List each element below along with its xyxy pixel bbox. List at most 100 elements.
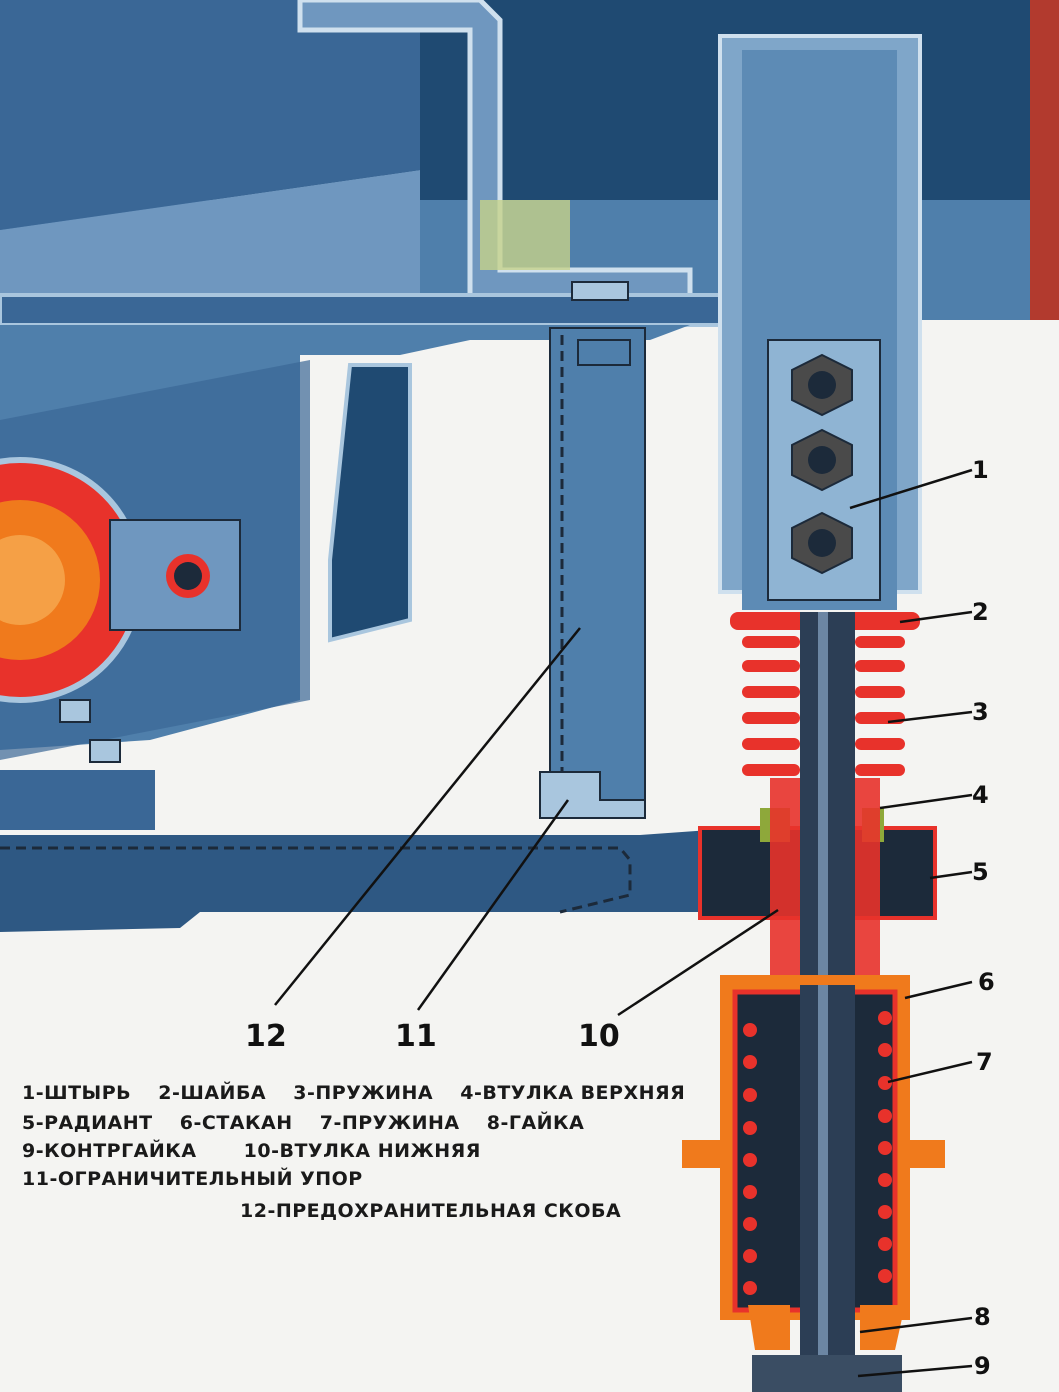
leader-1 — [849, 468, 973, 510]
callout-label-8: 8 — [974, 1303, 991, 1331]
bracket-bolt-core — [174, 562, 202, 590]
beam-window-yellow — [480, 200, 570, 270]
lower-spring-coil-12 — [878, 1173, 892, 1187]
safety-bracket-clip — [577, 339, 631, 366]
legend-line-5: 12-ПРЕДОХРАНИТЕЛЬНАЯ СКОБА — [240, 1200, 641, 1222]
leader-6 — [904, 980, 973, 1000]
leader-4 — [879, 793, 973, 810]
upper-spring-coil-7 — [742, 712, 800, 724]
legend-item: 7-ПРУЖИНА — [319, 1112, 460, 1134]
lower-spring-coil-17 — [743, 1281, 757, 1295]
upper-spring-coil-6 — [855, 686, 905, 698]
lower-spring-coil-6 — [878, 1076, 892, 1090]
callout-label-9: 9 — [974, 1352, 991, 1380]
legend-item: 2-ШАЙБА — [158, 1082, 267, 1104]
callout-label-11: 11 — [395, 1019, 437, 1054]
lower-left-block — [0, 770, 155, 830]
leader-2 — [899, 610, 973, 624]
legend-item: 8-ГАЙКА — [486, 1112, 585, 1134]
nut — [748, 1305, 905, 1350]
housing-slope — [0, 170, 420, 300]
lower-spring-coil-7 — [743, 1121, 757, 1135]
lower-spring-coil-18 — [878, 1269, 892, 1283]
housing-top-shade — [0, 0, 420, 230]
leader-12 — [274, 627, 581, 1006]
leader-11 — [416, 799, 570, 1011]
legend-item: 5-РАДИАНТ — [22, 1112, 153, 1134]
bogie-inner-cutout — [328, 363, 412, 643]
leader-5 — [929, 870, 973, 880]
upper-spring-coil-11 — [742, 764, 800, 776]
legend-item: 11-ОГРАНИЧИТЕЛЬНЫЙ УПОР — [22, 1168, 363, 1190]
callout-leaders — [274, 468, 973, 1378]
upper-spring-coil-4 — [855, 660, 905, 672]
clamp-nut-2-hole — [808, 446, 836, 474]
callout-label-1: 1 — [972, 456, 989, 484]
leader-8 — [859, 1316, 973, 1334]
legend-line-1: 1-ШТЫРЬ 2-ШАЙБА 3-ПРУЖИНА 4-ВТУЛКА ВЕРХН… — [22, 1082, 705, 1104]
upper-spring — [742, 636, 905, 776]
upper-spring-coil-1 — [742, 636, 800, 648]
leader-3 — [887, 710, 973, 724]
lower-spring-coil-10 — [878, 1141, 892, 1155]
leader-7 — [887, 1060, 973, 1084]
callout-label-4: 4 — [972, 781, 989, 809]
clamp-nut-1-hole — [808, 371, 836, 399]
lower-spring-coil-16 — [878, 1237, 892, 1251]
lower-spring-coil-4 — [878, 1043, 892, 1057]
leader-9 — [857, 1364, 973, 1378]
callout-label-10: 10 — [578, 1019, 620, 1054]
clamp-nuts — [791, 353, 853, 575]
lower-spring-coil-1 — [743, 1023, 757, 1037]
legend-item: 9-КОНТРГАЙКА — [22, 1140, 197, 1162]
legend-item: 6-СТАКАН — [179, 1112, 293, 1134]
legend-item: 3-ПРУЖИНА — [293, 1082, 434, 1104]
axle-bearing-inner — [0, 535, 65, 625]
callout-label-6: 6 — [978, 968, 995, 996]
lower-spring-coil-8 — [878, 1109, 892, 1123]
lower-spring-coil-13 — [743, 1217, 757, 1231]
central-rod-lower-shine — [818, 985, 828, 1355]
legend-line-4: 11-ОГРАНИЧИТЕЛЬНЫЙ УПОР — [22, 1168, 383, 1190]
upper-spring-coil-8 — [855, 712, 905, 724]
safety-bracket-plate — [549, 327, 646, 811]
legend-line-3: 9-КОНТРГАЙКА 10-ВТУЛКА НИЖНЯЯ — [22, 1140, 501, 1162]
lower-spring-coil-9 — [743, 1153, 757, 1167]
radiant-beam-dashed — [0, 846, 632, 914]
upper-spring-coil-10 — [855, 738, 905, 750]
radiant-beam — [0, 830, 710, 932]
lower-spring-coil-14 — [878, 1205, 892, 1219]
lower-spring-coil-15 — [743, 1249, 757, 1263]
callout-label-5: 5 — [972, 858, 989, 886]
lower-left-bolt-2 — [89, 739, 121, 763]
lower-spring — [743, 1011, 892, 1295]
lower-spring-coil-3 — [743, 1055, 757, 1069]
callout-label-7: 7 — [976, 1048, 993, 1076]
legend-item: 1-ШТЫРЬ — [22, 1082, 132, 1104]
lower-bushing — [770, 778, 880, 985]
leader-10 — [617, 908, 779, 1017]
right-red-edge — [1030, 0, 1059, 320]
upper-spring-coil-9 — [742, 738, 800, 750]
small-bolt-head-top — [571, 281, 629, 301]
clamp-nut-3-hole — [808, 529, 836, 557]
upper-spring-coil-5 — [742, 686, 800, 698]
upper-spring-coil-3 — [742, 660, 800, 672]
lower-spring-coil-2 — [878, 1011, 892, 1025]
lower-left-bolt-1 — [59, 699, 91, 723]
lower-spring-coil-5 — [743, 1088, 757, 1102]
callout-label-2: 2 — [972, 598, 989, 626]
l-bracket-beam — [297, 0, 693, 303]
upper-spring-coil-2 — [855, 636, 905, 648]
callout-label-12: 12 — [245, 1019, 287, 1054]
limit-stop — [539, 771, 646, 819]
lower-spring-coil-11 — [743, 1185, 757, 1199]
legend-item: 12-ПРЕДОХРАНИТЕЛЬНАЯ СКОБА — [240, 1200, 622, 1222]
callout-label-3: 3 — [972, 698, 989, 726]
legend-line-2: 5-РАДИАНТ 6-СТАКАН 7-ПРУЖИНА 8-ГАЙКА — [22, 1112, 604, 1134]
legend-item: 4-ВТУЛКА ВЕРХНЯЯ — [460, 1082, 686, 1104]
upper-spring-coil-12 — [855, 764, 905, 776]
legend-item: 10-ВТУЛКА НИЖНЯЯ — [243, 1140, 481, 1162]
